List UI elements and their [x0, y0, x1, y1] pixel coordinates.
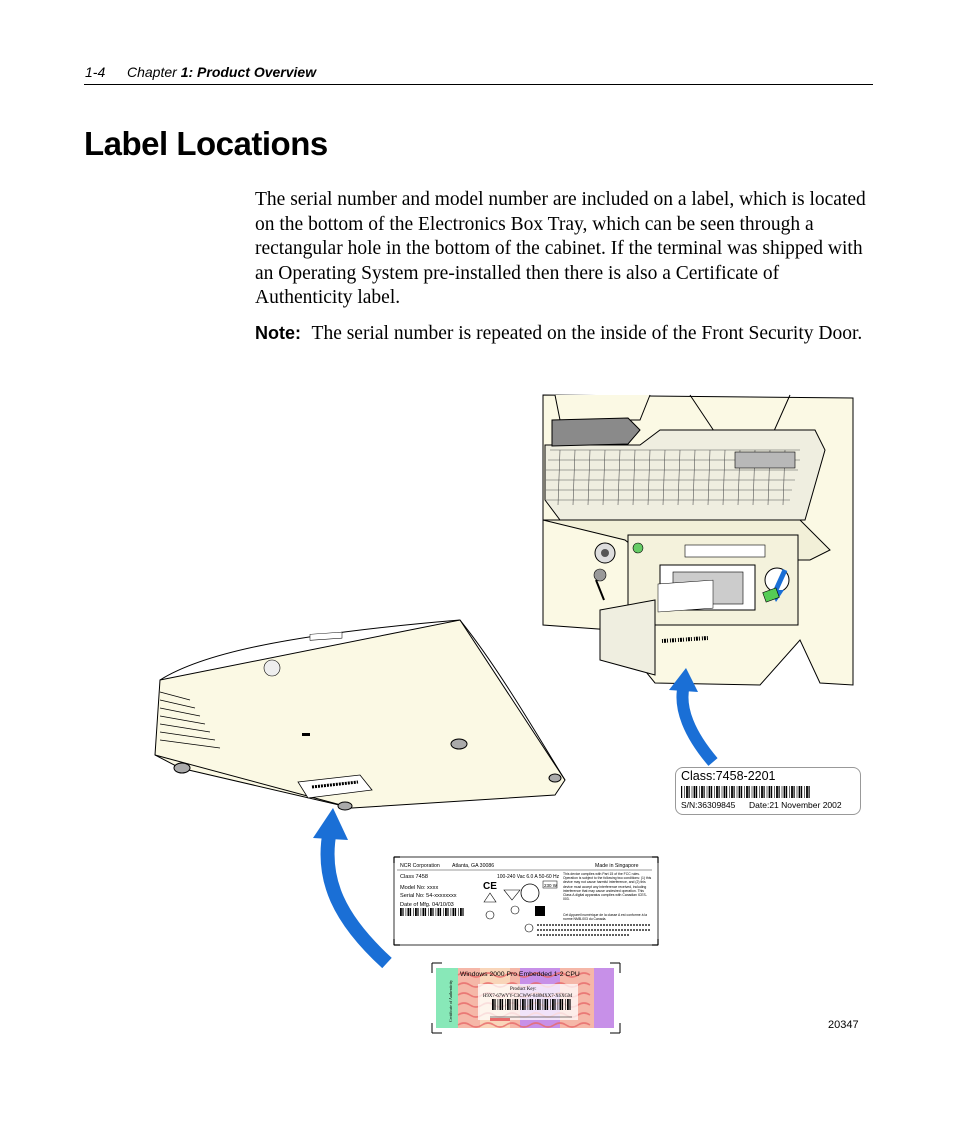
- japanese-notice: [537, 924, 650, 936]
- note: Note: The serial number is repeated on t…: [255, 321, 871, 347]
- label-location: Atlanta, GA 30086: [452, 863, 494, 869]
- header-rule: [84, 84, 873, 85]
- class-serial-label: Class:7458-2201 S/N:36309845 Date:21 Nov…: [675, 767, 861, 815]
- figure-number: 20347: [828, 1019, 859, 1031]
- label-power: 100-240 Vac 6.0 A 50-60 Hz: [497, 874, 560, 880]
- coa-side-text: Certificate of Authenticity: [448, 980, 453, 1022]
- coa-key: H9X7-67WYY-C3CWW-848MXX7-X6XGM: [483, 994, 573, 999]
- trackpad: [734, 451, 796, 469]
- coa-key-label: Product Key:: [510, 987, 537, 992]
- gs-mark-icon: [520, 883, 540, 903]
- tuv-mark-icon: [503, 889, 521, 901]
- rating-badge-text: 230 W: [544, 883, 558, 888]
- approval-mark-icon: [535, 906, 545, 916]
- coa-barcode: [492, 999, 571, 1010]
- fcc-statement: This device complies with Part 15 of the…: [563, 872, 651, 901]
- chapter-word: Chapter: [127, 64, 177, 80]
- rating-badge: [542, 880, 558, 889]
- label-made-in: Made in Singapore: [595, 863, 639, 869]
- product-label: NCR Corporation Atlanta, GA 30086 100-24…: [393, 856, 659, 946]
- class-label-title: Class:7458-2201: [681, 769, 776, 783]
- warning-triangle-icon: [483, 892, 497, 903]
- page-number: 1-4: [85, 64, 106, 80]
- note-text: The serial number is repeated on the ins…: [311, 323, 863, 344]
- vcci-mark-icon: [524, 923, 534, 933]
- terminal-front-view: [542, 394, 854, 686]
- ce-mark: CE: [483, 881, 497, 892]
- label-barcode: [400, 908, 464, 916]
- front-door-serial-label: [657, 579, 714, 643]
- note-label: Note:: [255, 323, 301, 343]
- coa-product: Windows 2000 Pro Embedded 1-2 CPU: [460, 971, 580, 978]
- label-serial: Serial No: 54-xxxxxxxx: [400, 893, 457, 899]
- cert-mark-icon: [510, 905, 520, 915]
- class-label-date: Date:21 November 2002: [749, 800, 842, 810]
- terminal-bottom-view: [154, 619, 566, 811]
- cet-statement: Cet Appareil numérique de la classe A es…: [563, 913, 647, 921]
- class-label-barcode: [681, 786, 810, 798]
- class-label-serial: S/N:36309845: [681, 800, 736, 810]
- label-class: Class 7458: [400, 874, 428, 880]
- label-model: Model No: xxxx: [400, 885, 438, 891]
- label-date: Date of Mfg. 04/10/03: [400, 902, 454, 908]
- arrow-front-door: [669, 668, 718, 766]
- arrow-bottom-label: [313, 808, 392, 969]
- keyboard: [546, 449, 800, 506]
- cabinet-label-window: [297, 774, 373, 799]
- coa-label: Windows 2000 Pro Embedded 1-2 CPU Produc…: [431, 962, 621, 1034]
- chapter-title: 1: Product Overview: [180, 64, 317, 80]
- ul-mark-icon: [485, 910, 495, 920]
- page-title: Label Locations: [84, 125, 328, 162]
- label-company: NCR Corporation: [400, 863, 440, 869]
- body-paragraph: The serial number and model number are i…: [255, 189, 866, 308]
- page-header: 1-4 Chapter 1: Product Overview: [85, 64, 316, 80]
